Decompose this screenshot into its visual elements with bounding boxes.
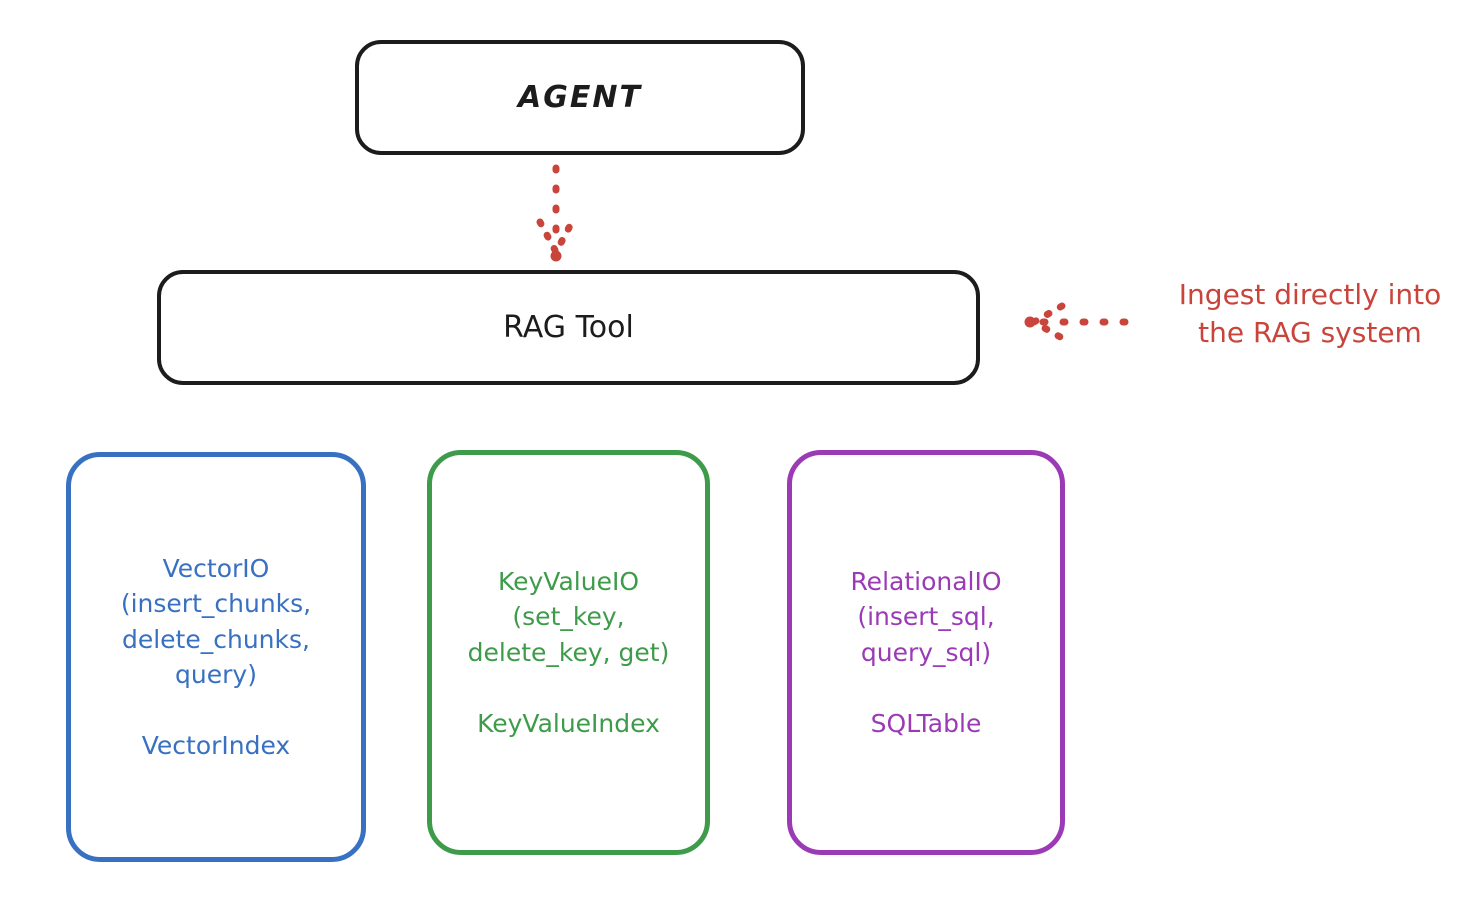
connector-agent-to-rag-tool bbox=[536, 164, 576, 262]
relational-io-node[interactable]: RelationalIO (insert_sql, query_sql) SQL… bbox=[787, 450, 1065, 855]
relational-io-node-label: RelationalIO (insert_sql, query_sql) SQL… bbox=[850, 566, 1002, 738]
agent-node-label: AGENT bbox=[518, 79, 642, 115]
connector-ingest-to-rag-tool bbox=[1024, 302, 1129, 342]
vector-io-node-label: VectorIO (insert_chunks, delete_chunks, … bbox=[120, 553, 312, 761]
key-value-io-node-label: KeyValueIO (set_key, delete_key, get) Ke… bbox=[467, 566, 670, 738]
vector-io-node[interactable]: VectorIO (insert_chunks, delete_chunks, … bbox=[66, 452, 366, 862]
rag-tool-node-label: RAG Tool bbox=[503, 309, 634, 345]
rag-tool-node[interactable]: RAG Tool bbox=[157, 270, 980, 385]
ingest-annotation-text: Ingest directly into the RAG system bbox=[1178, 278, 1442, 349]
key-value-io-node[interactable]: KeyValueIO (set_key, delete_key, get) Ke… bbox=[427, 450, 710, 855]
agent-node[interactable]: AGENT bbox=[355, 40, 805, 155]
